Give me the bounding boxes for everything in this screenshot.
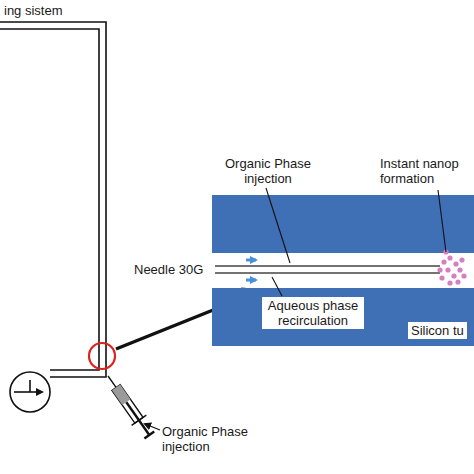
detail-marker	[89, 343, 115, 369]
nanoparticle-dot	[457, 267, 462, 272]
syringe	[101, 371, 157, 440]
leader-line	[145, 424, 160, 430]
flow-arrow	[246, 260, 256, 280]
nanoparticle-dot	[447, 255, 452, 260]
nanoparticle-dot	[445, 267, 450, 272]
nanoparticle-dot	[459, 257, 464, 262]
pump-symbol	[10, 372, 50, 412]
nanoparticle-dot	[437, 267, 442, 272]
inset-label: Instant nanop formation	[380, 156, 472, 186]
tube-wall-top	[212, 195, 474, 253]
nanoparticle-dot	[441, 259, 446, 264]
inset-label: Aqueous phase recirculation	[262, 297, 364, 329]
nanoparticle-dot	[453, 261, 458, 266]
tube-wall-bottom	[212, 288, 474, 346]
nanoparticle-dot	[451, 273, 456, 278]
system-label: ing sistem	[4, 3, 63, 18]
nanoparticle-dot	[447, 280, 452, 285]
nanoparticle-dot	[455, 279, 460, 284]
inset-label: Organic Phase injection	[222, 156, 314, 186]
nanoparticle-dot	[439, 275, 444, 280]
leader-line	[266, 188, 446, 296]
nanoparticle-dot	[461, 273, 466, 278]
nanoparticles	[437, 249, 466, 285]
tubing	[0, 22, 106, 377]
part-label: Silicon tu	[408, 322, 467, 339]
needle	[215, 266, 440, 273]
part-label: Needle 30G	[134, 262, 203, 277]
part-label: Organic Phase injection	[162, 424, 258, 454]
